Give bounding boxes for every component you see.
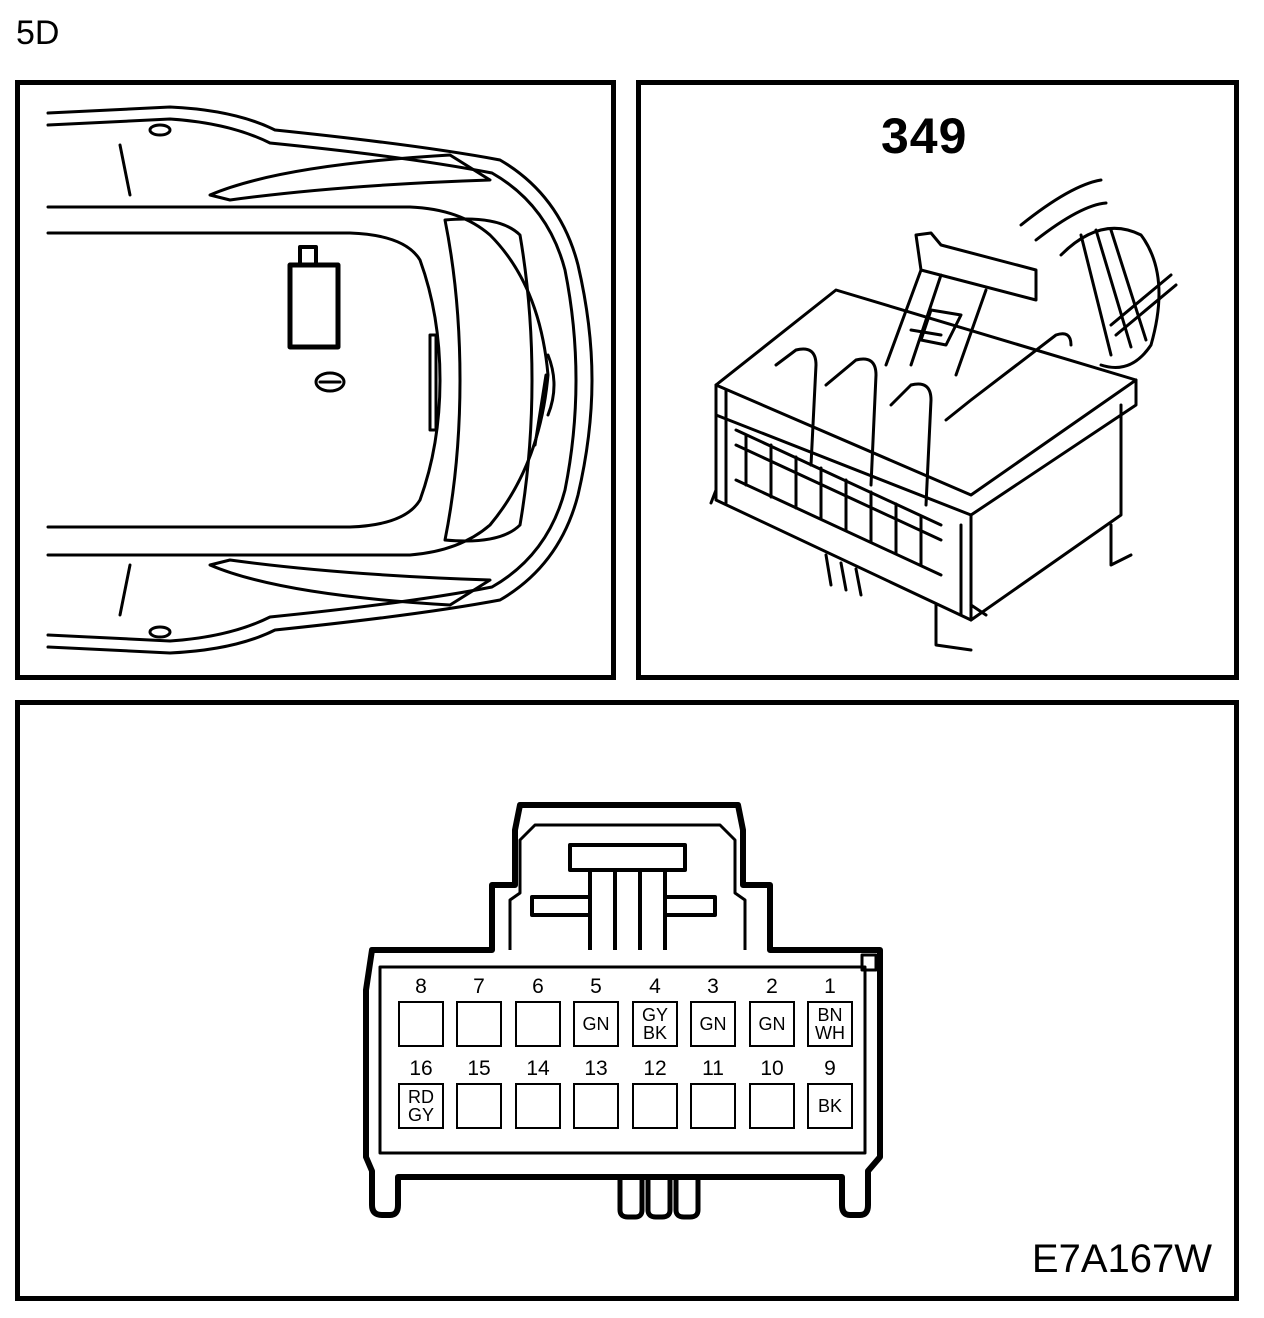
pin-wire-color: GN xyxy=(582,1014,610,1034)
pin-number-12: 12 xyxy=(643,1057,667,1080)
pin-cavity-7 xyxy=(456,1001,502,1047)
pin-cavity-15 xyxy=(456,1083,502,1129)
pin-number-13: 13 xyxy=(584,1057,608,1080)
pin-cavity-10 xyxy=(749,1083,795,1129)
pin-wire-color: BK xyxy=(642,1023,667,1043)
pin-cavity-13 xyxy=(573,1083,619,1129)
pin-wire-color: GY xyxy=(641,1005,668,1025)
pin-number-1: 1 xyxy=(824,975,836,998)
pin-number-16: 16 xyxy=(409,1057,433,1080)
pin-wire-color: RD xyxy=(408,1087,434,1107)
pin-number-7: 7 xyxy=(473,975,485,998)
pin-number-3: 3 xyxy=(707,975,719,998)
connector-number: 349 xyxy=(881,108,968,164)
pin-cavity-3: GN xyxy=(690,1001,736,1047)
pin-cavity-2: GN xyxy=(749,1001,795,1047)
pin-cavity-11 xyxy=(690,1083,736,1129)
pin-number-10: 10 xyxy=(760,1057,784,1080)
pin-wire-color: BN xyxy=(817,1005,843,1025)
pin-wire-color: WH xyxy=(815,1023,845,1043)
connector-3d-drawing xyxy=(709,178,1178,652)
pin-number-2: 2 xyxy=(766,975,778,998)
pin-number-9: 9 xyxy=(824,1057,836,1080)
pin-wire-color: GN xyxy=(758,1014,786,1034)
pin-number-4: 4 xyxy=(649,975,661,998)
page-label: 5D xyxy=(16,14,60,52)
pin-number-11: 11 xyxy=(702,1057,724,1080)
pin-wire-color: BK xyxy=(817,1096,842,1116)
pin-cavity-8 xyxy=(398,1001,444,1047)
pin-number-8: 8 xyxy=(415,975,427,998)
vehicle-location-panel xyxy=(15,80,616,680)
figure-code: E7A167W xyxy=(1031,1237,1212,1281)
pin-number-6: 6 xyxy=(532,975,544,998)
pin-wire-color: GN xyxy=(699,1014,727,1034)
pin-number-5: 5 xyxy=(590,975,602,998)
pin-number-15: 15 xyxy=(467,1057,491,1080)
pin-wire-color: GY xyxy=(407,1105,434,1125)
pin-cavity-6 xyxy=(515,1001,561,1047)
pin-cavity-9: BK xyxy=(807,1083,853,1129)
vehicle-top-view-drawing xyxy=(46,105,594,655)
pin-cavity-12 xyxy=(632,1083,678,1129)
pin-number-14: 14 xyxy=(526,1057,550,1080)
pin-cavity-5: GN xyxy=(573,1001,619,1047)
connector-face-outline xyxy=(363,802,883,1220)
connector-view-panel: 349 xyxy=(636,80,1239,680)
pin-cavity-14 xyxy=(515,1083,561,1129)
